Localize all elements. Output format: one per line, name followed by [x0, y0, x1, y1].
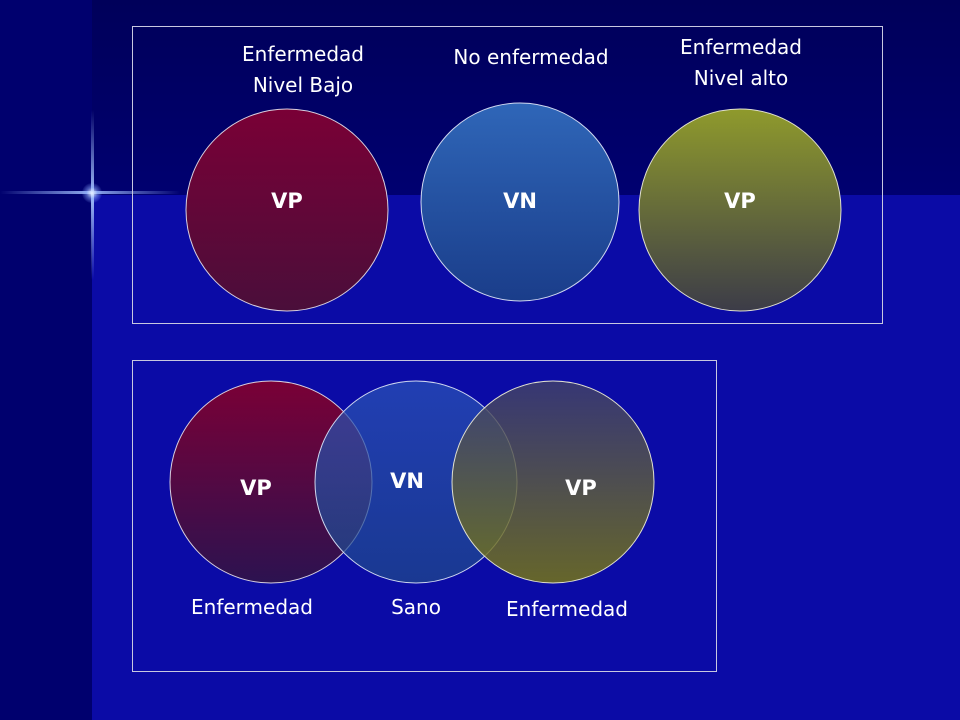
bottom-circle-vp-right [451, 380, 655, 584]
bottom-circle-3-label: VP [565, 476, 597, 500]
top-caption-2: No enfermedad [453, 45, 608, 69]
top-panel-frame [132, 26, 883, 324]
bottom-circle-2-label: VN [390, 469, 424, 493]
top-caption-1-line-1: Enfermedad [242, 42, 364, 66]
top-circle-2-label: VN [503, 189, 537, 213]
top-caption-3-line-1: Enfermedad [680, 35, 802, 59]
bottom-panel-frame [132, 360, 717, 672]
top-circle-1-label: VP [271, 189, 303, 213]
top-circle-3-label: VP [724, 189, 756, 213]
lens-flare-core [82, 183, 102, 203]
top-caption-3-line-2: Nivel alto [694, 66, 788, 90]
bottom-caption-2: Sano [391, 595, 441, 619]
bottom-circle-1-label: VP [240, 476, 272, 500]
bottom-caption-3: Enfermedad [506, 597, 628, 621]
bottom-caption-1: Enfermedad [191, 595, 313, 619]
background-left-band [0, 0, 92, 720]
top-circle-vn [420, 102, 620, 302]
top-circle-vp-high [638, 108, 842, 312]
top-circle-vp-low [185, 108, 389, 312]
top-caption-1-line-2: Nivel Bajo [253, 73, 353, 97]
